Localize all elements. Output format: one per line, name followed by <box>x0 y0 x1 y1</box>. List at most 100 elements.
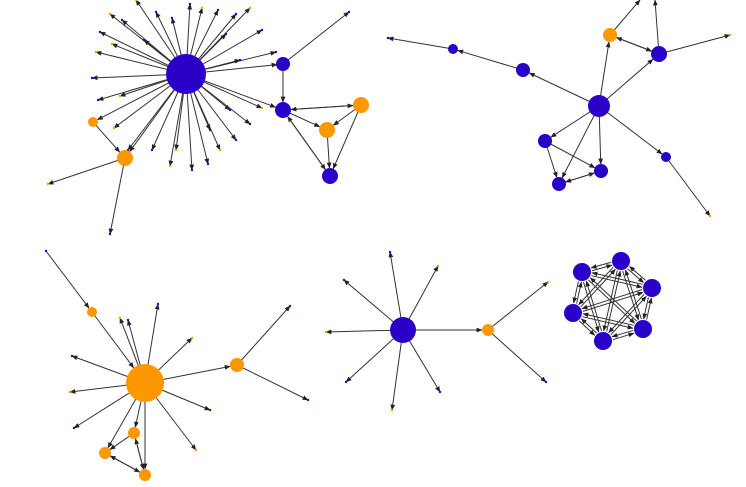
clique-edge <box>580 318 598 334</box>
leaf-node <box>168 164 172 168</box>
clique-edge <box>629 266 646 281</box>
edge <box>609 34 653 52</box>
clique-node <box>564 304 582 322</box>
leaf-node <box>156 302 160 306</box>
node <box>538 134 552 148</box>
nodes-layer <box>44 0 732 481</box>
clique-edge <box>591 264 613 272</box>
node <box>275 102 291 118</box>
node <box>87 307 97 317</box>
clique-node <box>634 320 652 338</box>
hub-node <box>166 54 206 94</box>
clique-node <box>612 252 630 270</box>
leaf-node <box>118 316 122 320</box>
leaf-node <box>188 2 192 6</box>
edges-layer <box>45 0 731 476</box>
clique-node <box>643 279 661 297</box>
edge <box>47 157 126 185</box>
node <box>482 324 494 336</box>
leaf-node <box>388 250 392 254</box>
edge <box>109 455 146 476</box>
edge <box>487 281 549 331</box>
clique-edge <box>608 293 645 334</box>
edge <box>282 11 350 65</box>
edge <box>609 0 641 36</box>
clique-edge <box>582 312 634 326</box>
leaf-node <box>216 8 220 12</box>
leaf-node <box>260 28 264 32</box>
leaf-node <box>154 10 158 14</box>
clique-edge <box>642 297 649 320</box>
clique-edge <box>612 332 635 341</box>
leaf-node <box>70 354 74 358</box>
leaf-node <box>72 426 76 430</box>
leaf-node <box>248 122 252 126</box>
leaf-node <box>438 390 442 394</box>
clique-edge <box>572 281 579 304</box>
edge <box>92 121 121 153</box>
edge <box>598 58 654 107</box>
clique-edge <box>576 281 583 304</box>
hub-node <box>390 317 416 343</box>
hub-node <box>126 364 164 402</box>
edge <box>332 104 362 170</box>
leaf-node <box>224 32 228 36</box>
leaf-node <box>306 398 310 402</box>
leaf-node <box>228 108 232 112</box>
leaf-node <box>234 12 238 16</box>
hub-node <box>588 95 610 117</box>
edge <box>598 105 663 155</box>
leaf-node <box>347 10 351 14</box>
leaf-node <box>386 36 390 40</box>
clique-edge <box>578 266 614 306</box>
edge <box>457 49 524 71</box>
leaf-node <box>728 33 732 37</box>
leaf-node <box>708 214 712 218</box>
node <box>353 97 369 113</box>
node <box>661 152 671 162</box>
leaf-node <box>288 304 292 308</box>
leaf-node <box>174 148 178 152</box>
leaf-node <box>108 12 112 16</box>
edge <box>282 109 326 170</box>
spoke-edge <box>390 329 404 411</box>
clique-edge <box>611 329 634 338</box>
leaf-node <box>260 106 264 110</box>
leaf-node <box>342 278 346 282</box>
clique-edge <box>627 268 644 283</box>
leaf-node <box>190 168 194 172</box>
leaf-node <box>208 408 212 412</box>
clique-edge <box>622 270 640 321</box>
leaf-node <box>248 6 252 10</box>
edge <box>236 364 309 401</box>
node <box>552 177 566 191</box>
leaf-node <box>126 318 130 322</box>
clique-edge <box>578 320 596 336</box>
edge <box>91 311 135 369</box>
node <box>99 447 111 459</box>
leaf-node <box>274 50 278 54</box>
clique-edge <box>646 297 653 320</box>
node <box>117 150 133 166</box>
leaf-node <box>44 249 48 253</box>
edge <box>653 0 660 55</box>
leaf-node <box>46 182 50 186</box>
clique-edge <box>582 291 644 312</box>
leaf-node <box>68 390 72 394</box>
leaf-node <box>200 6 204 10</box>
edge <box>544 140 596 169</box>
leaf-node <box>390 408 394 412</box>
clique-edge <box>580 268 616 308</box>
leaf-node <box>120 18 124 22</box>
edge <box>236 305 291 366</box>
node <box>594 164 608 178</box>
leaf-node <box>170 16 174 20</box>
leaf-node <box>108 232 112 236</box>
edge <box>665 156 711 217</box>
node <box>516 63 530 77</box>
edge <box>658 34 731 55</box>
node <box>230 358 244 372</box>
clique-edge <box>582 316 634 330</box>
clique-edge <box>624 269 642 320</box>
leaf-node <box>206 162 210 166</box>
